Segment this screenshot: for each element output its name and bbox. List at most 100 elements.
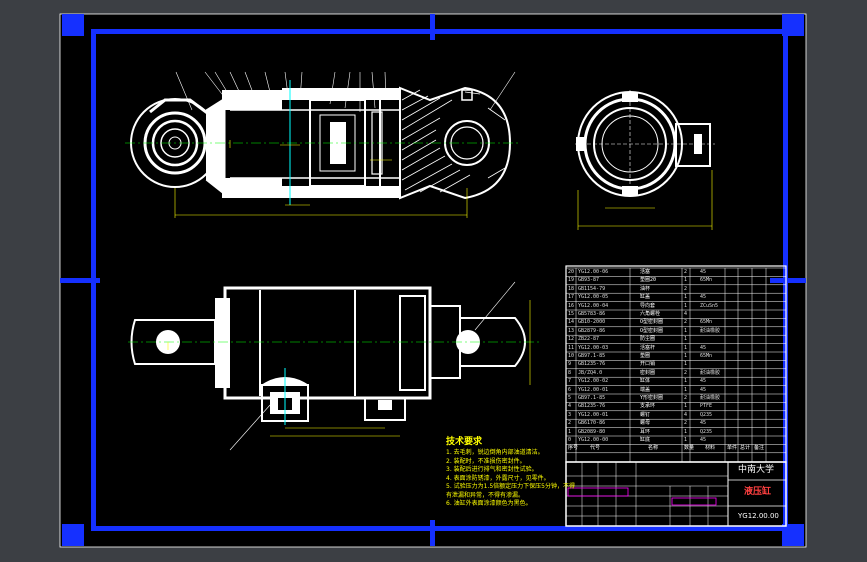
bom-cell: 45 (700, 437, 707, 443)
bom-cell: 2 (568, 420, 572, 427)
tech-requirement-item: 有泄漏和异常，不得有渗漏。 (446, 491, 525, 499)
bom-cell: 防尘圈 (640, 336, 656, 343)
bom-cell: GB5783-86 (578, 311, 606, 317)
bom-cell: 18 (568, 285, 575, 292)
drawing-number: YG12.00.00 (738, 512, 779, 520)
bom-cell: YG12.00-02 (578, 378, 609, 385)
bom-cell: 1 (568, 428, 572, 435)
bom-cell: 12 (568, 336, 575, 343)
bom-cell: 耐油橡胶 (700, 395, 721, 401)
bom-cell: GB10-2000 (578, 319, 606, 326)
bom-cell: YG12.00-01 (578, 386, 609, 393)
bom-cell: YG12.00-04 (578, 302, 609, 309)
bom-cell: 15 (568, 311, 575, 317)
bom-cell: 垫圈20 (640, 277, 657, 284)
bom-cell: 9 (568, 361, 572, 368)
sheet-area (60, 14, 806, 547)
bom-cell: YG12.00-00 (578, 437, 609, 443)
bom-header-cell: 序号 (568, 445, 579, 452)
bom-header-cell: 名称 (648, 445, 659, 452)
tech-requirement-item: 5. 试验压力为1.5倍额定压力下保压5分钟，不得 (446, 483, 575, 490)
bom-header-cell: 单件 (727, 445, 738, 452)
bom-cell: 2 (684, 395, 688, 401)
bom-cell: 45 (700, 386, 707, 393)
bill-of-materials-table (565, 265, 787, 463)
bom-cell: 4 (568, 403, 572, 410)
bom-cell: GB97.1-85 (578, 395, 606, 401)
bom-cell: O型密封圈 (640, 319, 664, 326)
bom-cell: 活塞杆 (640, 344, 656, 351)
bom-cell: 缸底 (640, 437, 651, 443)
bom-cell: 1 (684, 361, 688, 368)
bom-cell: 16 (568, 302, 575, 309)
end-view-cylinder (575, 90, 715, 230)
section-view-cylinder (125, 71, 520, 218)
bom-cell: GB1235-76 (578, 361, 606, 368)
bom-header-cell: 材料 (705, 445, 716, 452)
bom-header-cell: 代号 (590, 445, 601, 452)
bom-cell: 65Mn (700, 277, 713, 284)
bom-cell: 14 (568, 319, 575, 326)
bom-cell: 缸盖 (640, 294, 651, 301)
bom-cell: GB97.1-85 (578, 353, 606, 359)
bom-cell: 1 (684, 378, 688, 385)
bom-cell: 2 (684, 369, 688, 376)
bom-cell: 1 (684, 403, 688, 410)
bom-cell: 六角螺栓 (640, 311, 661, 317)
bom-cell: 支承环 (640, 403, 656, 410)
bom-header-cell: 备注 (754, 445, 765, 452)
bom-cell: ZB22-87 (578, 336, 600, 343)
bom-cell: YG12.00-01 (578, 411, 609, 418)
bom-cell: GB2089-80 (578, 428, 606, 435)
bom-cell: 45 (700, 420, 707, 427)
bom-cell: 1 (684, 327, 688, 334)
bom-cell: 耳环 (640, 428, 651, 435)
bom-cell: YG12.00-06 (578, 269, 609, 275)
bom-cell: 3 (568, 411, 572, 418)
bom-cell: YG12.00-03 (578, 344, 609, 351)
bom-cell: Q235 (700, 411, 713, 418)
tech-requirement-item: 6. 油缸外表面涂漆颜色为黑色。 (446, 500, 532, 507)
bom-cell: 螺母 (640, 420, 651, 427)
bom-header-cell: 总计 (740, 445, 751, 452)
bom-cell: 密封圈 (640, 369, 656, 376)
bom-cell: 1 (684, 302, 688, 309)
bom-cell: 2 (684, 319, 688, 326)
tech-requirements-title: 技术要求 (446, 437, 483, 447)
tech-requirement-item: 1. 去毛刺，锐边倒角内部油道清洁。 (446, 449, 544, 456)
bom-cell: 1 (684, 294, 688, 301)
bom-cell: 45 (700, 378, 707, 385)
bom-cell: PTFE (700, 403, 713, 410)
school-name: 中南大学 (738, 465, 775, 475)
bom-cell: GB6170-86 (578, 420, 606, 427)
bom-cell: 1 (684, 277, 688, 284)
bom-cell: 4 (684, 411, 688, 418)
bom-cell: GB1235-76 (578, 403, 606, 410)
bom-cell: 1 (684, 344, 688, 351)
tech-requirement-item: 3. 装配后进行排气和密封性试验。 (446, 466, 538, 473)
bom-cell: Y形密封圈 (640, 395, 664, 401)
bom-cell: 65Mn (700, 319, 713, 326)
bom-cell: 端盖 (640, 386, 651, 393)
bom-cell: 7 (568, 378, 572, 385)
drawing-name: 液压缸 (744, 487, 772, 497)
bom-cell: 5 (568, 395, 572, 401)
outline-view-cylinder (128, 281, 540, 451)
bom-cell: 13 (568, 327, 575, 334)
bom-cell: 8 (568, 369, 572, 376)
bom-cell: 导向套 (640, 302, 656, 309)
bom-cell: 耐油橡胶 (700, 369, 721, 376)
bom-cell: O型密封圈 (640, 327, 664, 334)
bom-cell: Q235 (700, 428, 713, 435)
bom-cell: 1 (684, 336, 688, 343)
bom-cell: 45 (700, 344, 707, 351)
bom-cell: 缸体 (640, 378, 651, 385)
bom-cell: GB2879-86 (578, 327, 606, 334)
bom-cell: 11 (568, 344, 575, 351)
bom-cell: 4 (684, 311, 688, 317)
tech-requirement-item: 2. 装配时，不准损伤密封件。 (446, 457, 526, 465)
bom-cell: 开口销 (640, 361, 656, 368)
bom-cell: 65Mn (700, 353, 713, 359)
